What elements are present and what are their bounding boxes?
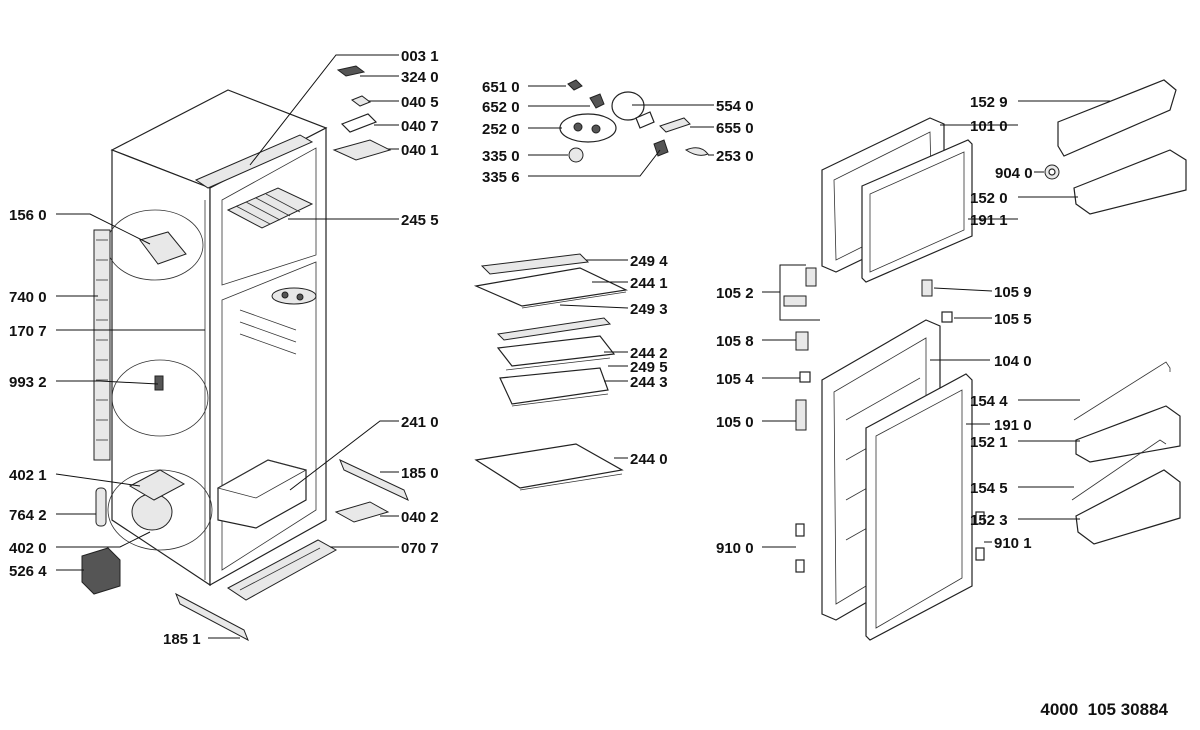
label-003-1: 003 1 (401, 48, 439, 65)
label-245-5: 245 5 (401, 212, 439, 229)
label-324-0: 324 0 (401, 69, 439, 86)
label-105-9: 105 9 (994, 284, 1032, 301)
label-402-1: 402 1 (9, 467, 47, 484)
label-185-0: 185 0 (401, 465, 439, 482)
label-152-1: 152 1 (970, 434, 1008, 451)
refrigerator-cabinet (81, 65, 409, 642)
label-105-2: 105 2 (716, 285, 754, 302)
label-249-3: 249 3 (630, 301, 668, 318)
label-101-0: 101 0 (970, 118, 1008, 135)
label-652-0: 652 0 (482, 99, 520, 116)
label-244-0: 244 0 (630, 451, 668, 468)
label-249-5: 249 5 (630, 359, 668, 376)
label-070-7: 070 7 (401, 540, 439, 557)
label-252-0: 252 0 (482, 121, 520, 138)
label-040-5: 040 5 (401, 94, 439, 111)
label-740-0: 740 0 (9, 289, 47, 306)
label-152-0: 152 0 (970, 190, 1008, 207)
doors-and-door-bins (783, 79, 1187, 641)
label-104-0: 104 0 (994, 353, 1032, 370)
label-156-0: 156 0 (9, 207, 47, 224)
label-655-0: 655 0 (716, 120, 754, 137)
label-105-5: 105 5 (994, 311, 1032, 328)
label-185-1: 185 1 (163, 631, 201, 648)
label-154-5: 154 5 (970, 480, 1008, 497)
label-105-8: 105 8 (716, 333, 754, 350)
document-code: 4000 105 30884 (1040, 700, 1168, 719)
label-910-1: 910 1 (994, 535, 1032, 552)
label-105-0: 105 0 (716, 414, 754, 431)
label-105-4: 105 4 (716, 371, 754, 388)
label-764-2: 764 2 (9, 507, 47, 524)
label-241-0: 241 0 (401, 414, 439, 431)
label-249-4: 249 4 (630, 253, 668, 270)
label-651-0: 651 0 (482, 79, 520, 96)
label-335-0: 335 0 (482, 148, 520, 165)
label-244-1: 244 1 (630, 275, 668, 292)
label-170-7: 170 7 (9, 323, 47, 340)
label-152-9: 152 9 (970, 94, 1008, 111)
label-554-0: 554 0 (716, 98, 754, 115)
label-904-0: 904 0 (995, 165, 1033, 182)
label-040-2: 040 2 (401, 509, 439, 526)
control-and-shelf-parts (473, 79, 709, 491)
leader-lines (55, 54, 1110, 639)
label-335-6: 335 6 (482, 169, 520, 186)
label-040-7: 040 7 (401, 118, 439, 135)
label-253-0: 253 0 (716, 148, 754, 165)
label-040-1: 040 1 (401, 142, 439, 159)
label-154-4: 154 4 (970, 393, 1008, 410)
label-152-3: 152 3 (970, 512, 1008, 529)
label-191-0: 191 0 (994, 417, 1032, 434)
label-402-0: 402 0 (9, 540, 47, 557)
label-244-3: 244 3 (630, 374, 668, 391)
label-910-0: 910 0 (716, 540, 754, 557)
label-993-2: 993 2 (9, 374, 47, 391)
part-number-labels: 003 1 324 0 040 5 040 7 040 1 156 0 245 … (9, 48, 1169, 719)
label-244-2: 244 2 (630, 345, 668, 362)
label-191-1: 191 1 (970, 212, 1008, 229)
label-526-4: 526 4 (9, 563, 47, 580)
